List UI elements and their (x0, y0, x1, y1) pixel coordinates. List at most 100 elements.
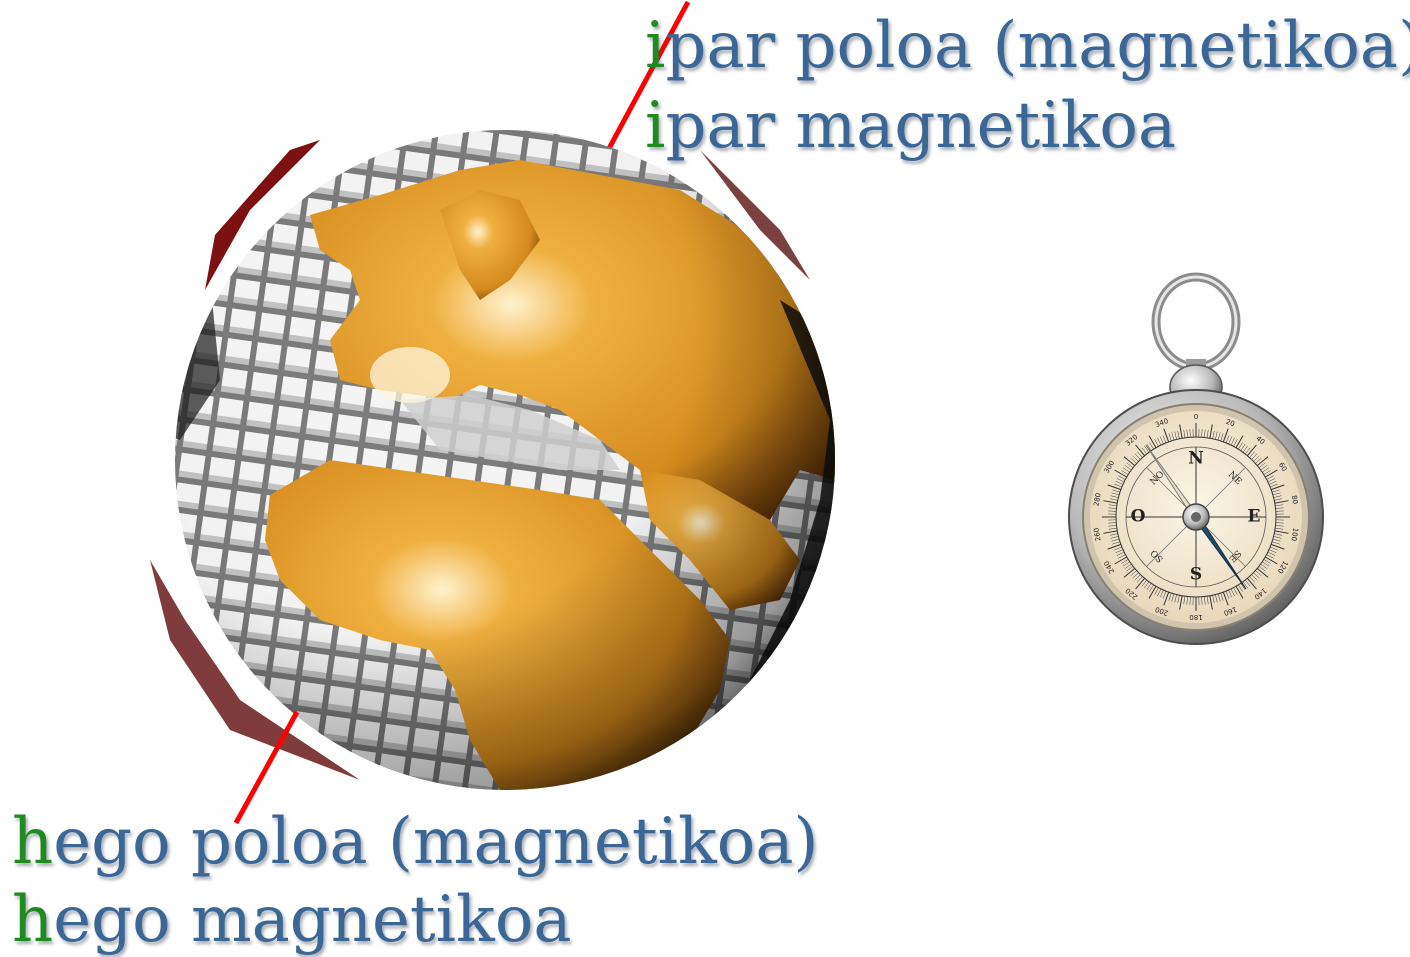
compass-tick (1122, 467, 1130, 473)
compass-tick (1186, 429, 1188, 438)
compass-tick (1247, 577, 1257, 590)
compass-tick (1209, 595, 1213, 610)
compass-tick (1159, 436, 1164, 445)
compass-tick (1118, 554, 1126, 559)
compass-tick (1154, 439, 1159, 447)
compass-tick (1233, 587, 1238, 595)
compass-tick (1109, 533, 1118, 536)
compass-tick (1124, 563, 1132, 569)
compass-tick (1132, 455, 1139, 462)
compass-tick (1225, 591, 1230, 599)
compass-tick (1267, 551, 1276, 556)
south-magnetic-label: hego magnetikoa (12, 888, 572, 952)
compass-tick (1148, 435, 1157, 448)
compass-tick (1230, 437, 1235, 446)
compass-tick (1111, 538, 1120, 542)
compass-tick (1260, 563, 1268, 569)
compass-tick (1130, 570, 1137, 577)
compass-tick (1274, 498, 1283, 501)
compass-tick (1265, 556, 1278, 565)
compass-tick (1146, 583, 1152, 591)
compass-tick (1233, 439, 1238, 447)
compass-tick (1115, 549, 1124, 554)
compass-tick (1253, 455, 1260, 462)
compass-tick (1114, 546, 1122, 551)
compass-tick (1260, 465, 1268, 471)
compass-tick (1267, 478, 1276, 483)
compass-tick (1114, 556, 1127, 565)
compass-tick (1108, 522, 1117, 524)
compass-tick (1274, 533, 1283, 536)
compass-tick (1110, 495, 1119, 498)
compass-tick (1266, 475, 1274, 480)
compass-tick (1263, 559, 1271, 564)
compass-tick (1274, 530, 1289, 534)
compass-tick (1132, 572, 1139, 579)
compass-degree-label: 280 (1092, 492, 1102, 507)
compass-tick (1222, 428, 1229, 442)
compass-tick (1103, 530, 1118, 534)
compass-tick (1258, 566, 1266, 572)
compass-tick (1240, 583, 1246, 591)
south-pole-label-initial: h (12, 805, 54, 879)
compass-tick (1116, 478, 1125, 483)
compass-tick (1135, 577, 1145, 590)
compass-tick (1274, 500, 1289, 504)
compass-tick (1212, 595, 1215, 604)
compass-tick (1171, 432, 1175, 441)
compass-tick (1134, 574, 1141, 581)
compass-tick (1215, 594, 1218, 603)
compass-tick (1121, 559, 1129, 564)
compass-tick (1123, 568, 1136, 578)
compass-tick (1134, 453, 1141, 460)
compass-tick (1148, 586, 1157, 599)
compass-tick (1249, 451, 1256, 458)
compass-tick (1251, 453, 1258, 460)
compass-tick (1256, 456, 1269, 466)
compass-tick (1272, 489, 1280, 493)
compass-tick (1263, 470, 1271, 475)
compass-tick (1144, 581, 1150, 589)
compass-tick (1275, 510, 1284, 512)
compass-tick (1141, 579, 1147, 587)
compass-tick (1149, 584, 1154, 592)
compass-tick (1168, 593, 1172, 601)
south-pole-label: hego poloa (magnetikoa) (12, 810, 818, 874)
compass-cardinal-O: O (1131, 507, 1146, 527)
compass-tick (1256, 568, 1269, 578)
compass-tick (1186, 596, 1188, 605)
compass-tick (1258, 462, 1266, 468)
compass-tick (1275, 507, 1284, 509)
compass-tick (1115, 480, 1124, 485)
compass-tick (1228, 436, 1233, 445)
north-magnetic-label-rest: par magnetikoa (665, 89, 1177, 163)
compass-tick (1240, 443, 1246, 451)
compass-tick (1121, 470, 1129, 475)
compass-tick (1206, 596, 1209, 605)
south-magnetic-label-rest: ego magnetikoa (53, 883, 572, 957)
compass-tick (1275, 525, 1284, 527)
compass-tick (1114, 469, 1127, 478)
south-pole-label-rest: ego poloa (magnetikoa) (53, 805, 819, 879)
compass-tick (1109, 498, 1118, 501)
compass-tick (1163, 592, 1170, 606)
compass-tick (1220, 593, 1224, 601)
compass-tick (1108, 507, 1117, 509)
compass-degree-label: 0 (1194, 413, 1198, 421)
north-pole-label-rest: par poloa (magnetikoa) (665, 9, 1410, 83)
compass-tick (1183, 596, 1186, 605)
compass-tick (1217, 432, 1221, 441)
compass-tick (1249, 576, 1256, 583)
compass-tick (1107, 484, 1121, 491)
compass-tick (1251, 574, 1258, 581)
compass-tick (1163, 428, 1170, 442)
compass-tick (1171, 593, 1175, 602)
north-pole-label-initial: i (645, 9, 666, 83)
globe-icon (150, 130, 835, 790)
compass-tick (1217, 593, 1221, 602)
compass-tick (1168, 433, 1172, 441)
compass-tick (1245, 579, 1251, 587)
compass-tick (1235, 435, 1244, 448)
compass-tick (1201, 429, 1203, 438)
